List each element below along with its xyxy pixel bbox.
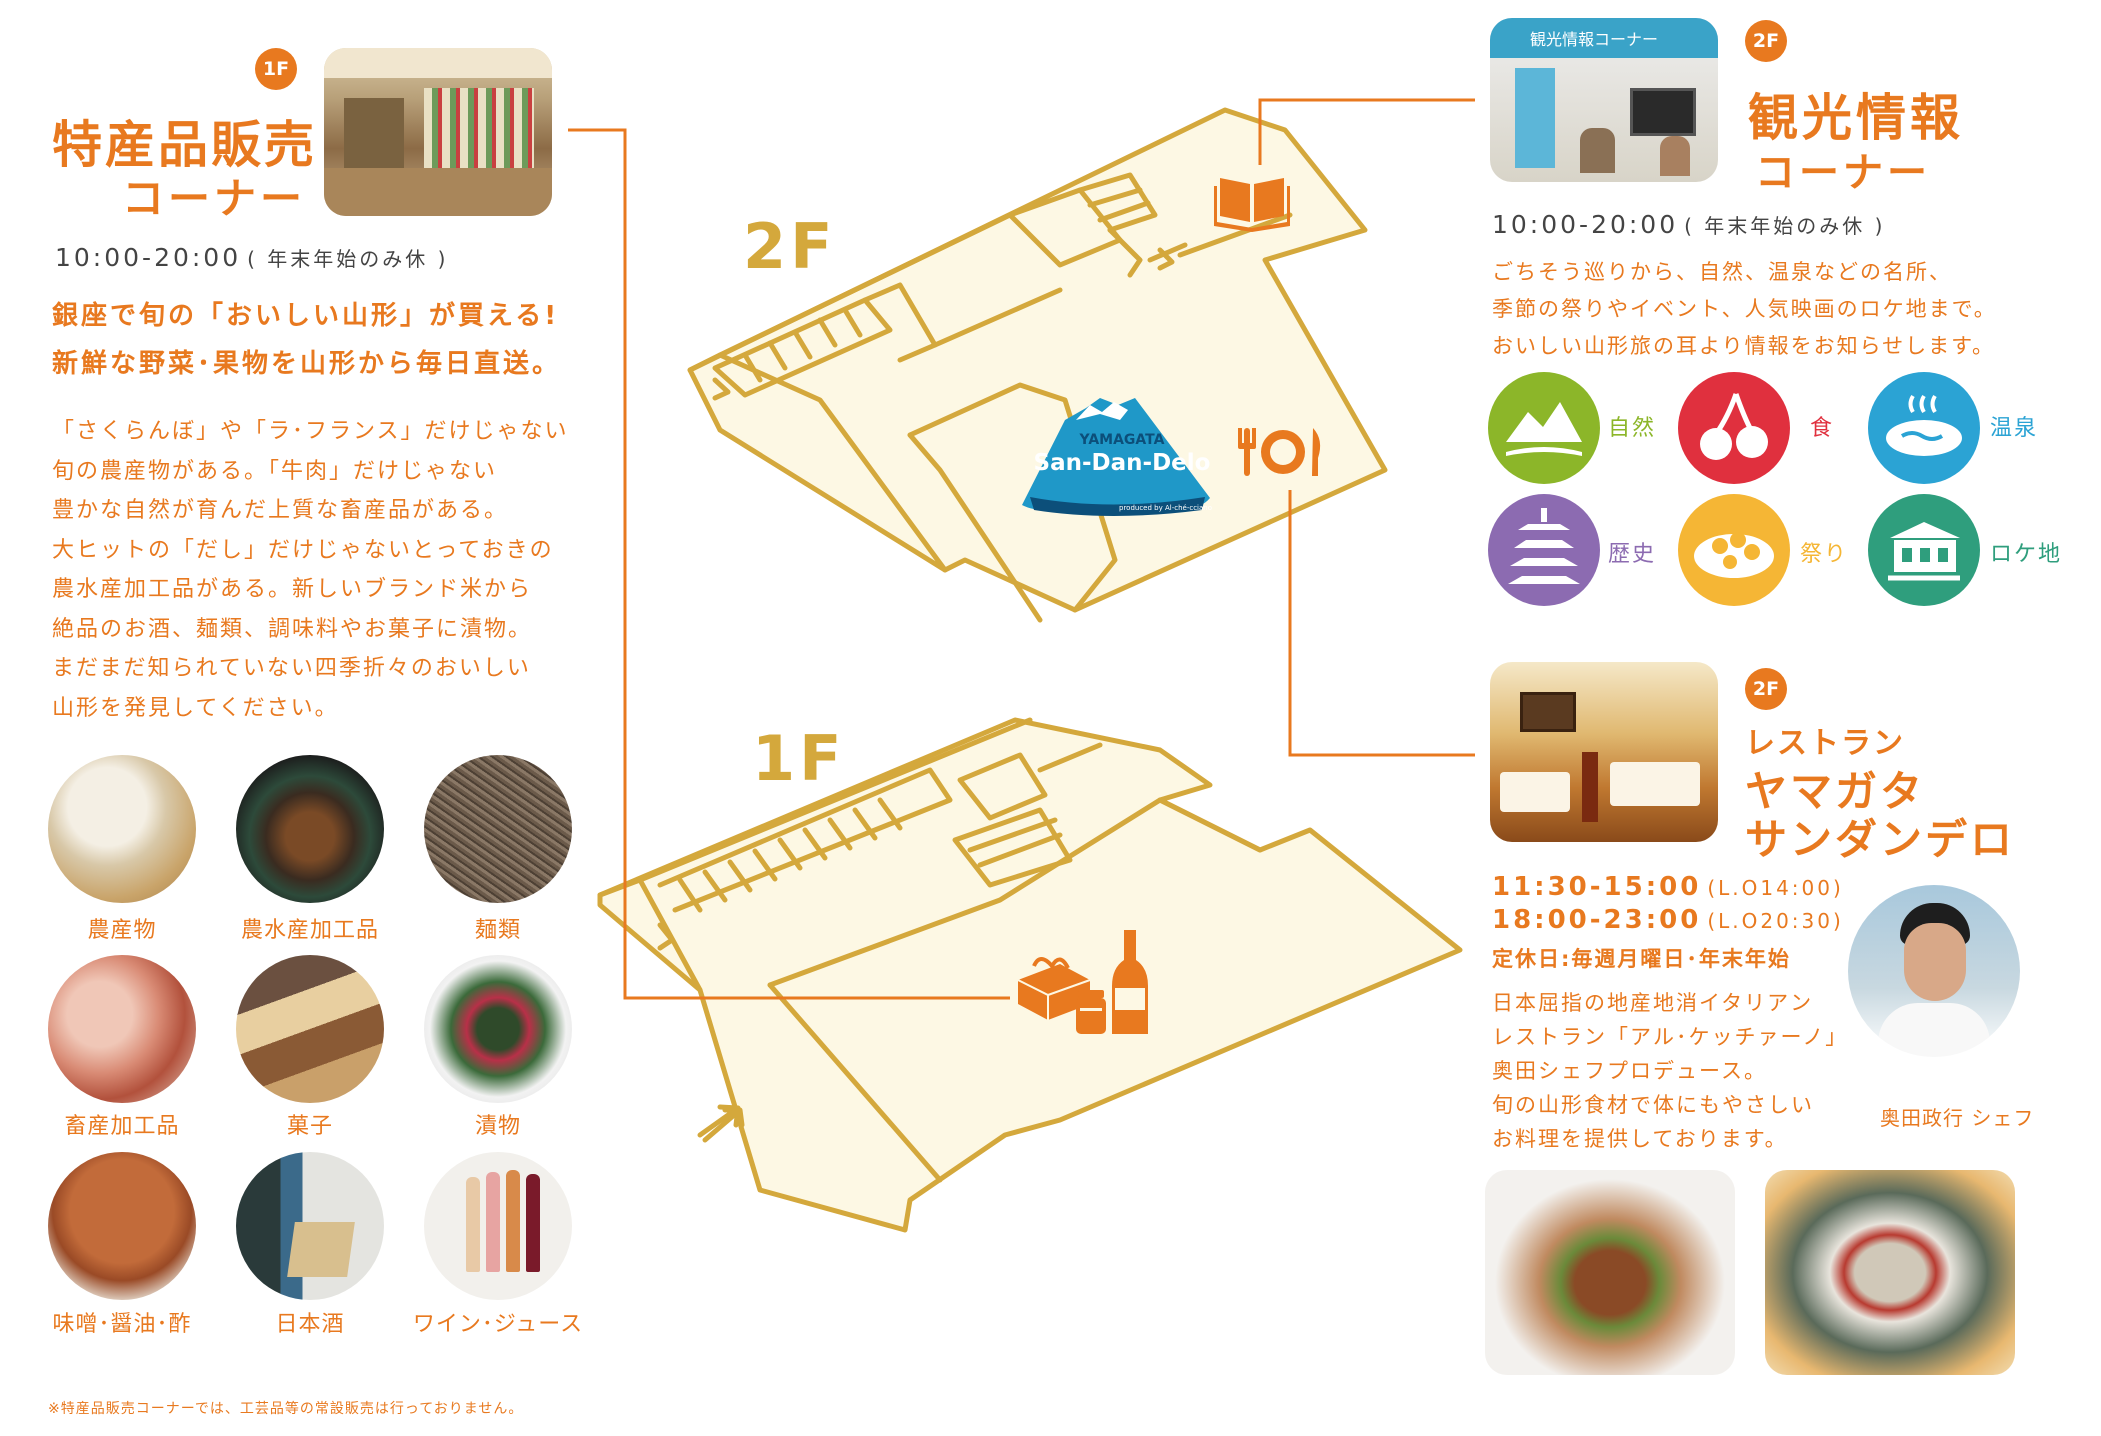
chef-photo — [1848, 885, 2020, 1057]
cherry-icon — [1678, 372, 1790, 484]
product-label: 日本酒 — [275, 1312, 345, 1337]
restaurant-hours1-note: (L.O14:00) — [1707, 876, 1844, 900]
shop-body-line: まだまだ知られていない四季折々のおいしい — [52, 656, 531, 681]
restaurant-hours2: 18:00-23:00 — [1492, 905, 1702, 935]
shop-title-line2: コーナー — [122, 174, 307, 223]
logo-small-text: produced by Al-ché-cciano — [1119, 504, 1212, 512]
tourism-hours-row: 10:00-20:00( 年末年始のみ休 ) — [1492, 210, 1885, 239]
product-photo-sweets — [236, 955, 384, 1103]
category-label: 祭り — [1800, 542, 1849, 567]
tourism-body-line: おいしい山形旅の耳より情報をお知らせします。 — [1492, 334, 1996, 358]
tourism-title-line1: 観光情報 — [1748, 89, 1964, 147]
tourism-photo-sign: 観光情報コーナー — [1530, 30, 1659, 49]
shop-body-line: 絶品のお酒、麺類、調味料やお菓子に漬物。 — [52, 616, 533, 642]
product-label: 漬物 — [474, 1114, 521, 1139]
product-label: 麺類 — [474, 918, 521, 943]
floorplan-2f — [687, 107, 1388, 613]
nature-icon — [1488, 372, 1600, 484]
restaurant-hours1: 11:30-15:00 — [1492, 872, 1702, 902]
floor-label-1f: 1F — [752, 722, 846, 795]
logo-top-text: YAMAGATA — [1079, 432, 1165, 448]
chef-caption: 奥田政行 シェフ — [1880, 1106, 2035, 1130]
connector-tourism — [1258, 98, 1475, 165]
shop-body-line: 山形を発見してください。 — [52, 695, 339, 721]
restaurant-title-line2: ヤマガタ — [1745, 767, 1926, 816]
shop-hours: 10:00-20:00 — [55, 243, 242, 272]
restaurant-closed: 定休日:毎週月曜日･年末年始 — [1492, 947, 1791, 971]
floor-badge-tourism: 2F — [1745, 20, 1787, 62]
product-label: 農産物 — [87, 918, 157, 943]
tourism-body: ごちそう巡りから、自然、温泉などの名所、 季節の祭りやイベント、人気映画のロケ地… — [1492, 254, 2092, 365]
pagoda-icon — [1488, 494, 1600, 606]
product-photo-rice — [48, 755, 196, 903]
shop-body-line: 「さくらんぼ」や「ラ･フランス」だけじゃない — [52, 419, 569, 444]
product-photo-meat — [48, 955, 196, 1103]
category-label: 温泉 — [1990, 416, 2039, 441]
product-photo-noodles — [424, 755, 572, 903]
product-label: ワイン･ジュース — [412, 1312, 584, 1337]
dish-photo-lamb — [1485, 1170, 1735, 1375]
restaurant-body-line: お料理を提供しております。 — [1492, 1127, 1788, 1151]
floorplan-1f — [597, 717, 1463, 1233]
product-label: 味噌･醤油･酢 — [52, 1312, 192, 1337]
tourism-hours-note: ( 年末年始のみ休 ) — [1684, 214, 1886, 238]
shop-lead-line2: 新鮮な野菜･果物を山形から毎日直送。 — [52, 349, 562, 379]
shop-body-line: 農水産加工品がある。新しいブランド米から — [52, 577, 533, 602]
san-dan-delo-logo — [1022, 398, 1210, 516]
restaurant-body: 日本屈指の地産地消イタリアン レストラン「アル･ケッチァーノ」 奥田シェフプロデ… — [1492, 986, 1872, 1156]
product-photo-wine — [424, 1152, 572, 1300]
tourism-photo: 観光情報コーナー — [1490, 18, 1718, 182]
shop-title-line1: 特産品販売 — [52, 116, 317, 174]
shop-footnote: ※特産品販売コーナーでは、工芸品等の常設販売は行っておりません。 — [48, 1401, 524, 1417]
product-photo-sake — [236, 1152, 384, 1300]
products-icon — [1017, 930, 1148, 1034]
shop-lead-line1: 銀座で旬の「おいしい山形」が買える! — [52, 301, 560, 331]
floor-label-2f: 2F — [743, 210, 837, 283]
book-icon — [1214, 178, 1290, 232]
restaurant-body-line: 旬の山形食材で体にもやさしい — [1492, 1093, 1814, 1117]
shop-photo — [324, 48, 552, 216]
dish-photo-oyster — [1765, 1170, 2015, 1375]
logo-main-text: San-Dan-Delo — [1033, 450, 1211, 476]
restaurant-title-line3: サンダンデロ — [1745, 815, 2016, 864]
product-photo-pickles — [424, 955, 572, 1103]
product-label: 畜産加工品 — [64, 1114, 180, 1139]
restaurant-title-line1: レストラン — [1745, 726, 1905, 761]
floor-badge-shop: 1F — [255, 48, 297, 90]
restaurant-body-line: レストラン「アル･ケッチァーノ」 — [1492, 1025, 1849, 1049]
restaurant-body-line: 日本屈指の地産地消イタリアン — [1492, 991, 1814, 1015]
product-label: 農水産加工品 — [240, 918, 379, 943]
floor-badge-restaurant: 2F — [1745, 668, 1787, 710]
connector-restaurant — [1288, 490, 1475, 757]
shop-body-line: 旬の農産物がある。「牛肉」だけじゃない — [52, 458, 498, 484]
tourism-body-line: ごちそう巡りから、自然、温泉などの名所、 — [1492, 260, 1952, 284]
shop-body-line: 豊かな自然が育んだ上質な畜産品がある。 — [52, 498, 509, 523]
restaurant-body-line: 奥田シェフプロデュース。 — [1492, 1059, 1767, 1083]
restaurant-hours2-note: (L.O20:30) — [1707, 909, 1844, 933]
shop-hours-note: ( 年末年始のみ休 ) — [247, 247, 449, 271]
shop-body: 「さくらんぼ」や「ラ･フランス」だけじゃない 旬の農産物がある。「牛肉」だけじゃ… — [52, 412, 572, 728]
restaurant-hours2-row: 18:00-23:00(L.O20:30) — [1492, 905, 1844, 935]
location-icon — [1868, 494, 1980, 606]
product-photo-processed — [236, 755, 384, 903]
tourism-hours: 10:00-20:00 — [1492, 210, 1679, 239]
tourism-body-line: 季節の祭りやイベント、人気映画のロケ地まで。 — [1492, 297, 1997, 321]
product-label: 菓子 — [286, 1114, 333, 1139]
connector-shop — [568, 128, 1010, 1000]
restaurant-photo — [1490, 662, 1718, 842]
tourism-title-line2: コーナー — [1755, 150, 1931, 196]
category-label: 自然 — [1608, 416, 1657, 441]
shop-hours-row: 10:00-20:00( 年末年始のみ休 ) — [55, 243, 448, 272]
shop-body-line: 大ヒットの「だし」だけじゃないとっておきの — [52, 537, 554, 563]
product-photo-miso — [48, 1152, 196, 1300]
festival-icon — [1678, 494, 1790, 606]
hot-spring-icon — [1868, 372, 1980, 484]
category-label: ロケ地 — [1990, 542, 2063, 567]
entrance-arrow-icon — [697, 1104, 741, 1138]
restaurant-hours1-row: 11:30-15:00(L.O14:00) — [1492, 872, 1844, 902]
category-label: 食 — [1810, 416, 1835, 441]
dining-icon — [1238, 428, 1321, 476]
category-label: 歴史 — [1608, 542, 1657, 567]
